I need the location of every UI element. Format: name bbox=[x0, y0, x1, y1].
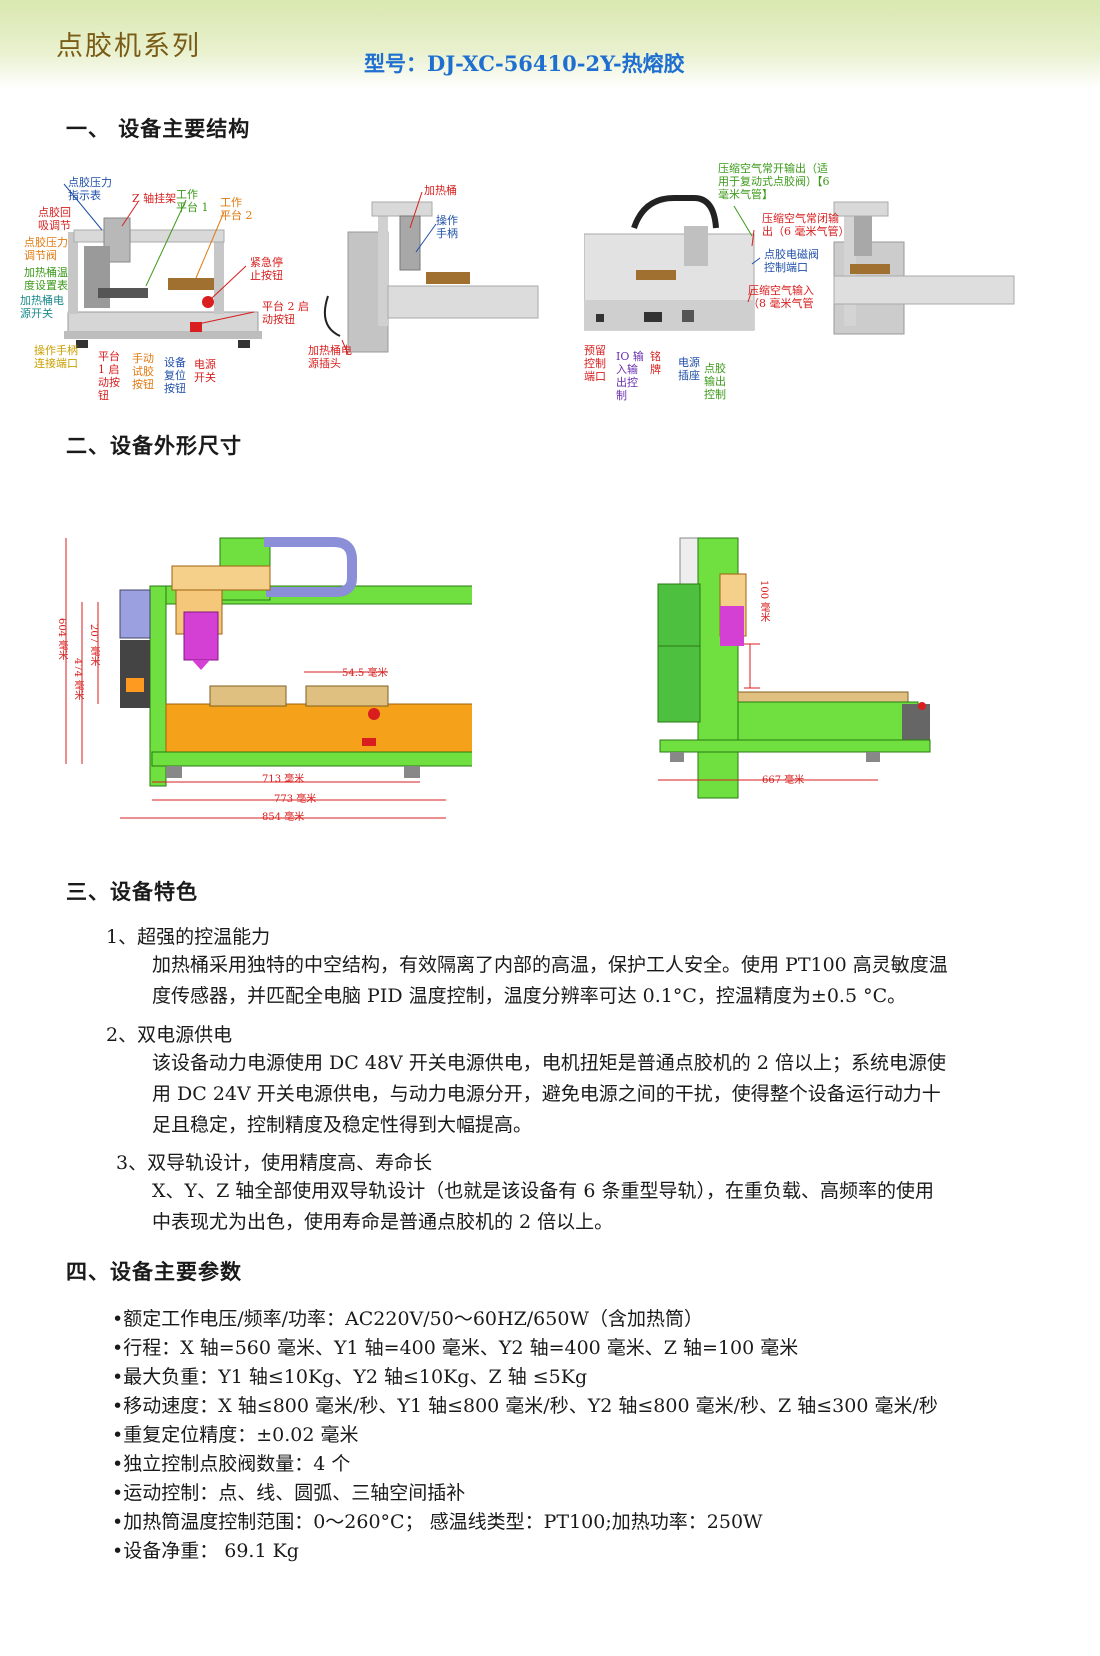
label-temp-setter: 加热桶温 度设置表 bbox=[24, 266, 68, 292]
feature-1-line-2: 度传感器，并匹配全电脑 PID 温度控制，温度分辨率可达 0.1°C，控温精度为… bbox=[152, 985, 907, 1007]
feature-3-body: X、Y、Z 轴全部使用双导轨设计（也就是该设备有 6 条重型导轨），在重负载、高… bbox=[152, 1176, 934, 1238]
front-dimension-svg bbox=[65, 537, 495, 819]
dim-w2: 773 毫米 bbox=[274, 794, 317, 805]
side-view-photo: 加热桶 操作 手柄 加热桶电 源插头 bbox=[308, 176, 540, 394]
label-z-mount: Z 轴挂架 bbox=[132, 192, 177, 205]
feature-3-line-2: 中表现尤为出色，使用寿命是普通点胶机的 2 倍以上。 bbox=[152, 1211, 614, 1233]
label-power-socket: 电源 插座 bbox=[678, 356, 700, 382]
param-max-load: •最大负重：Y1 轴≤10Kg、Y2 轴≤10Kg、Z 轴 ≤5Kg bbox=[112, 1366, 588, 1388]
param-speed: •移动速度：X 轴≤800 毫米/秒、Y1 轴≤800 毫米/秒、Y2 轴≤80… bbox=[112, 1395, 938, 1417]
feature-2-line-2: 用 DC 24V 开关电源供电，与动力电源分开，避免电源之间的干扰，使得整个设备… bbox=[152, 1083, 941, 1105]
label-estop: 紧急停 止按钮 bbox=[250, 256, 283, 282]
side-dimension-drawing: 100 毫米 667 毫米 bbox=[640, 528, 940, 828]
dim-w1: 713 毫米 bbox=[262, 774, 305, 785]
feature-1-title: 1、超强的控温能力 bbox=[106, 926, 271, 948]
feature-2-line-3: 足且稳定，控制精度及稳定性得到大幅提高。 bbox=[152, 1114, 533, 1136]
label-platform-2: 工作 平台 2 bbox=[220, 196, 253, 222]
back-view-photo: 压缩空气常开输出（适 用于复动式点胶阀）【6 毫米气管】 压缩空气常闭输 出（6… bbox=[583, 162, 1092, 418]
section-features-heading: 三、设备特色 bbox=[66, 879, 198, 904]
model-number: 型号：DJ-XC-56410-2Y-热熔胶 bbox=[364, 51, 685, 76]
param-travel: •行程：X 轴=560 毫米、Y1 轴=400 毫米、Y2 轴=400 毫米、Z… bbox=[112, 1337, 799, 1359]
label-reserve-port: 预留 控制 端口 bbox=[584, 344, 606, 383]
label-suckback: 点胶回 吸调节 bbox=[38, 206, 71, 232]
dim-w3: 854 毫米 bbox=[262, 812, 305, 823]
label-power-switch: 电源 开关 bbox=[194, 358, 216, 384]
front-machine-drawing bbox=[63, 183, 262, 348]
label-solenoid-port: 点胶电磁阀 控制端口 bbox=[764, 248, 819, 274]
page-header: 点胶机系列 型号：DJ-XC-56410-2Y-热熔胶 bbox=[0, 0, 1100, 88]
label-heater-switch: 加热桶电 源开关 bbox=[20, 294, 64, 320]
feature-1-body: 加热桶采用独特的中空结构，有效隔离了内部的高温，保护工人安全。使用 PT100 … bbox=[152, 950, 948, 1012]
dim-front-height: 604 毫米 bbox=[56, 618, 67, 661]
feature-3-line-1: X、Y、Z 轴全部使用双导轨设计（也就是该设备有 6 条重型导轨），在重负载、高… bbox=[152, 1180, 934, 1202]
feature-3-title: 3、双导轨设计，使用精度高、寿命长 bbox=[116, 1152, 433, 1174]
label-heater-plug: 加热桶电 源插头 bbox=[308, 344, 352, 370]
label-io-port: IO 输 入输 出控 制 bbox=[616, 350, 644, 402]
label-handle: 操作 手柄 bbox=[436, 214, 458, 240]
dim-gap: 54.5 毫米 bbox=[342, 668, 388, 679]
dim-front-h3: 207 毫米 bbox=[88, 624, 99, 667]
series-title: 点胶机系列 bbox=[56, 31, 201, 62]
label-p2-start: 平台 2 启 动按钮 bbox=[262, 300, 309, 326]
label-handle-port: 操作手柄 连接端口 bbox=[34, 344, 78, 370]
param-temp-range: •加热筒温度控制范围：0～260°C； 感温线类型：PT100;加热功率：250… bbox=[112, 1511, 763, 1533]
label-nameplate: 铭 牌 bbox=[650, 350, 661, 376]
front-view-photo: 点胶压力 指示表 Z 轴挂架 点胶回 吸调节 点胶压力 调节阀 加热桶温 度设置… bbox=[18, 166, 318, 408]
dim-z-travel: 100 毫米 bbox=[758, 580, 769, 623]
section-structure-heading: 一、 设备主要结构 bbox=[66, 116, 251, 141]
label-air-input: 压缩空气输入 （8 毫米气管 bbox=[748, 284, 814, 310]
dim-depth: 667 毫米 bbox=[762, 775, 805, 786]
param-net-weight: •设备净重： 69.1 Kg bbox=[112, 1540, 299, 1562]
label-air-normally-open: 压缩空气常开输出（适 用于复动式点胶阀）【6 毫米气管】 bbox=[718, 162, 830, 201]
label-manual-test: 手动 试胶 按钮 bbox=[132, 352, 154, 391]
front-dimension-drawing: 604 毫米 474 毫米 207 毫米 54.5 毫米 713 毫米 773 … bbox=[52, 528, 495, 840]
feature-2-line-1: 该设备动力电源使用 DC 48V 开关电源供电，电机扭矩是普通点胶机的 2 倍以… bbox=[152, 1052, 946, 1074]
param-voltage: •额定工作电压/频率/功率：AC220V/50～60HZ/650W（含加热筒） bbox=[112, 1308, 703, 1330]
feature-2-title: 2、双电源供电 bbox=[106, 1024, 233, 1046]
label-pressure-gauge: 点胶压力 指示表 bbox=[68, 176, 112, 202]
side-dimension-svg bbox=[657, 537, 931, 799]
label-reset: 设备 复位 按钮 bbox=[164, 356, 186, 395]
param-motion-control: •运动控制：点、线、圆弧、三轴空间插补 bbox=[112, 1482, 466, 1504]
side-machine-drawing bbox=[324, 191, 539, 355]
param-repeat-accuracy: •重复定位精度：±0.02 毫米 bbox=[112, 1424, 359, 1446]
feature-2-body: 该设备动力电源使用 DC 48V 开关电源供电，电机扭矩是普通点胶机的 2 倍以… bbox=[152, 1048, 946, 1141]
param-valve-count: •独立控制点胶阀数量：4 个 bbox=[112, 1453, 351, 1475]
dim-front-h2: 474 毫米 bbox=[72, 658, 83, 701]
feature-1-line-1: 加热桶采用独特的中空结构，有效隔离了内部的高温，保护工人安全。使用 PT100 … bbox=[152, 954, 948, 976]
label-heater-barrel: 加热桶 bbox=[424, 184, 457, 197]
back-machine-drawing bbox=[583, 195, 1015, 335]
label-pressure-valve: 点胶压力 调节阀 bbox=[24, 236, 68, 262]
label-platform-1: 工作 平台 1 bbox=[176, 188, 209, 214]
section-params-heading: 四、设备主要参数 bbox=[66, 1259, 242, 1284]
section-dimensions-heading: 二、设备外形尺寸 bbox=[66, 433, 242, 458]
label-dispense-output: 点胶 输出 控制 bbox=[704, 362, 726, 401]
label-air-normally-closed: 压缩空气常闭输 出（6 毫米气管） bbox=[762, 212, 850, 238]
label-p1-start: 平台 1 启 动按 钮 bbox=[98, 350, 120, 402]
